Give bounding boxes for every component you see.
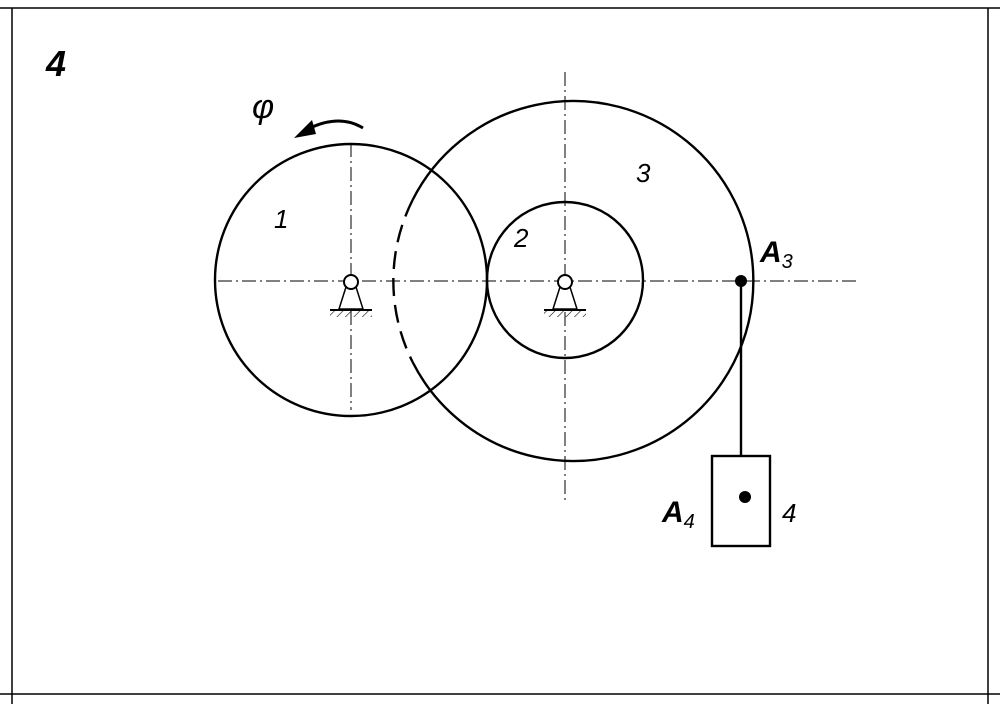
- label-body-4: 4: [782, 498, 796, 528]
- wheel-3-hidden-arc: [392, 199, 414, 363]
- panel-number: 4: [45, 43, 66, 84]
- label-point-a3: A3: [759, 236, 793, 273]
- label-point-a4: A4: [661, 496, 695, 533]
- label-body-1: 1: [274, 204, 288, 234]
- rotation-symbol: φ: [252, 88, 274, 126]
- point-a4-dot: [739, 491, 751, 503]
- center-lines: [218, 72, 860, 502]
- pivot-support-1: [330, 274, 372, 317]
- label-body-2: 2: [513, 223, 529, 253]
- wheel-2: [485, 200, 645, 360]
- wheel-3: [392, 99, 755, 463]
- label-body-3: 3: [636, 158, 651, 188]
- pivot-support-2: [544, 274, 586, 317]
- point-a3-dot: [735, 275, 747, 287]
- rotation-arrow-icon: [294, 119, 364, 138]
- frame: [0, 7, 1000, 704]
- wheel-3-outline: [411, 99, 755, 463]
